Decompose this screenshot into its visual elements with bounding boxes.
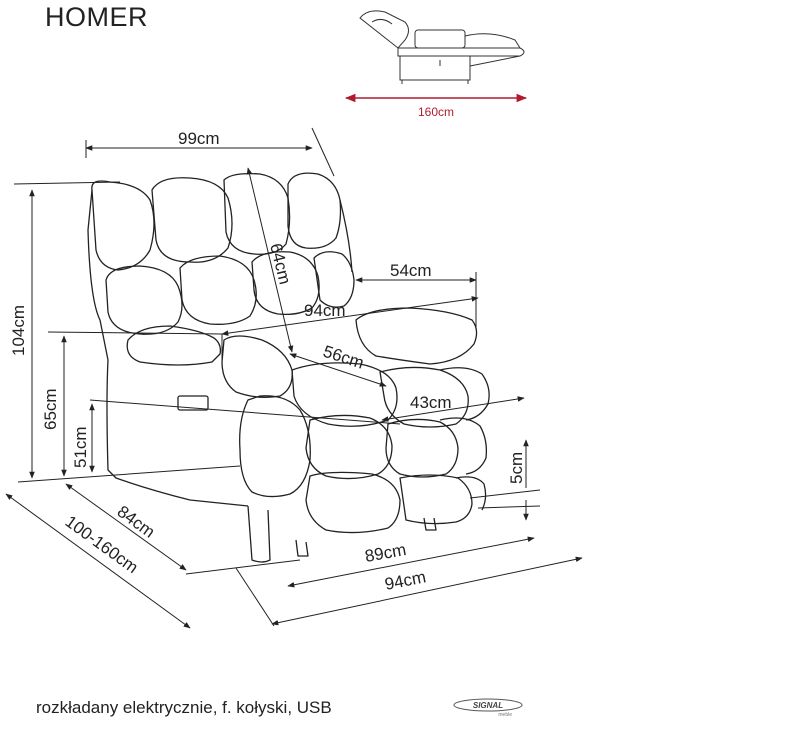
seat-width-label: 43cm — [410, 393, 452, 412]
feature-description: rozkładany elektrycznie, f. kołyski, USB — [36, 698, 332, 717]
signal-meble-logo: SIGNAL meble — [453, 698, 523, 718]
logo-sub: meble — [498, 712, 512, 718]
arm-height-label: 65cm — [41, 388, 60, 430]
base-width-label: 89cm — [363, 540, 407, 566]
chair-outline — [87, 172, 490, 563]
arm-depth-label: 54cm — [390, 261, 432, 280]
back-width-label: 99cm — [178, 129, 220, 148]
logo-brand: SIGNAL — [473, 701, 503, 710]
depth-label: 84cm — [114, 502, 159, 542]
product-title: HOMER — [45, 2, 148, 32]
inner-width-label: 94cm — [304, 301, 346, 320]
reclined-chair-thumbnail — [359, 10, 525, 84]
total-width-label: 94cm — [383, 567, 427, 594]
back-height-label: 64cm — [266, 241, 294, 286]
recline-length-label: 160cm — [418, 105, 454, 119]
seat-depth-label: 56cm — [321, 342, 366, 373]
total-height-label: 104cm — [9, 305, 28, 356]
leg-height-label: 5cm — [507, 452, 526, 484]
seat-height-label: 51cm — [71, 426, 90, 468]
